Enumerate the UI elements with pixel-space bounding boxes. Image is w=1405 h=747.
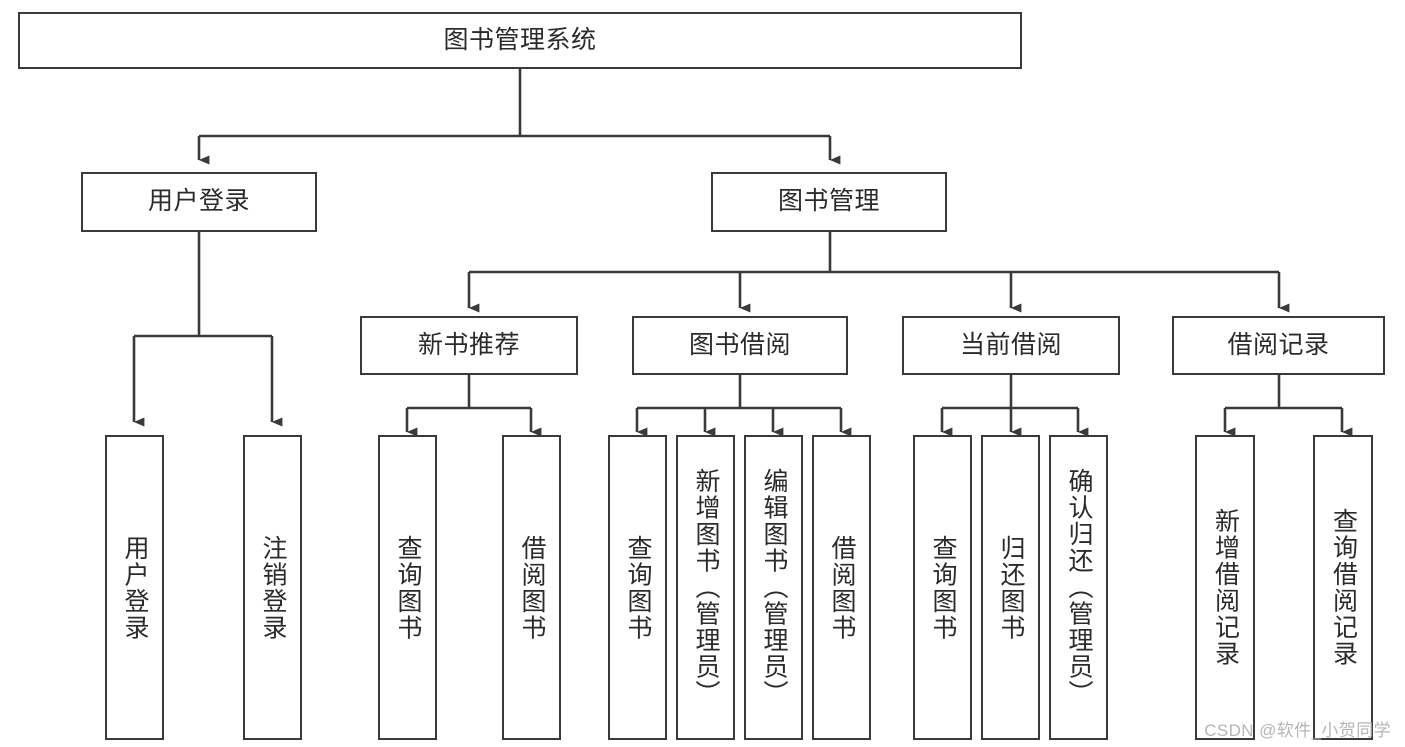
node-label: 图书借阅: [688, 330, 791, 359]
node-new-book-recommend[interactable]: 新书推荐: [360, 316, 578, 375]
node-user-login[interactable]: 用户登录: [81, 172, 317, 232]
leaf-edit-book-admin[interactable]: 编辑图书（管理员）: [744, 435, 803, 740]
node-label: 用户登录: [147, 187, 250, 216]
leaf-query-borrow-record[interactable]: 查询借阅记录: [1313, 435, 1373, 740]
node-label: 当前借阅: [959, 330, 1062, 359]
node-book-management[interactable]: 图书管理: [711, 172, 947, 232]
leaf-borrow-book-recommend[interactable]: 借阅图书: [502, 435, 561, 740]
node-label: 借阅图书: [518, 534, 546, 641]
node-label: 新增借阅记录: [1211, 508, 1240, 667]
leaf-add-book-admin[interactable]: 新增图书（管理员）: [676, 435, 735, 740]
node-label: 查询图书: [929, 534, 957, 641]
leaf-query-book-recommend[interactable]: 查询图书: [378, 435, 437, 740]
node-label: 注销登录: [259, 534, 287, 641]
node-label: 编辑图书（管理员）: [760, 468, 788, 707]
leaf-confirm-return-admin[interactable]: 确认归还（管理员）: [1049, 435, 1108, 740]
leaf-return-book[interactable]: 归还图书: [981, 435, 1040, 740]
leaf-logout-login[interactable]: 注销登录: [243, 435, 302, 740]
node-label: 用户登录: [121, 534, 149, 641]
leaf-borrow-book-borrow[interactable]: 借阅图书: [812, 435, 871, 740]
watermark: CSDN @软件_小贺同学: [1204, 721, 1391, 740]
node-label: 归还图书: [997, 534, 1025, 641]
node-label: 确认归还（管理员）: [1065, 468, 1093, 707]
node-label: 图书管理系统: [443, 25, 597, 54]
node-label: 图书管理: [777, 187, 880, 216]
leaf-query-book-borrow[interactable]: 查询图书: [608, 435, 667, 740]
node-label: 新增图书（管理员）: [692, 468, 720, 707]
node-label: 借阅记录: [1227, 330, 1330, 359]
node-label: 查询图书: [624, 534, 652, 641]
leaf-user-login[interactable]: 用户登录: [105, 435, 164, 740]
node-current-borrow[interactable]: 当前借阅: [902, 316, 1120, 375]
node-label: 查询借阅记录: [1329, 508, 1358, 667]
leaf-add-borrow-record[interactable]: 新增借阅记录: [1195, 435, 1255, 740]
node-root-book-management-system[interactable]: 图书管理系统: [18, 12, 1022, 69]
node-label: 新书推荐: [417, 330, 520, 359]
node-label: 借阅图书: [828, 534, 856, 641]
node-book-borrow[interactable]: 图书借阅: [632, 316, 848, 375]
node-borrow-record[interactable]: 借阅记录: [1172, 316, 1385, 375]
node-label: 查询图书: [394, 534, 422, 641]
leaf-query-book-current[interactable]: 查询图书: [913, 435, 972, 740]
